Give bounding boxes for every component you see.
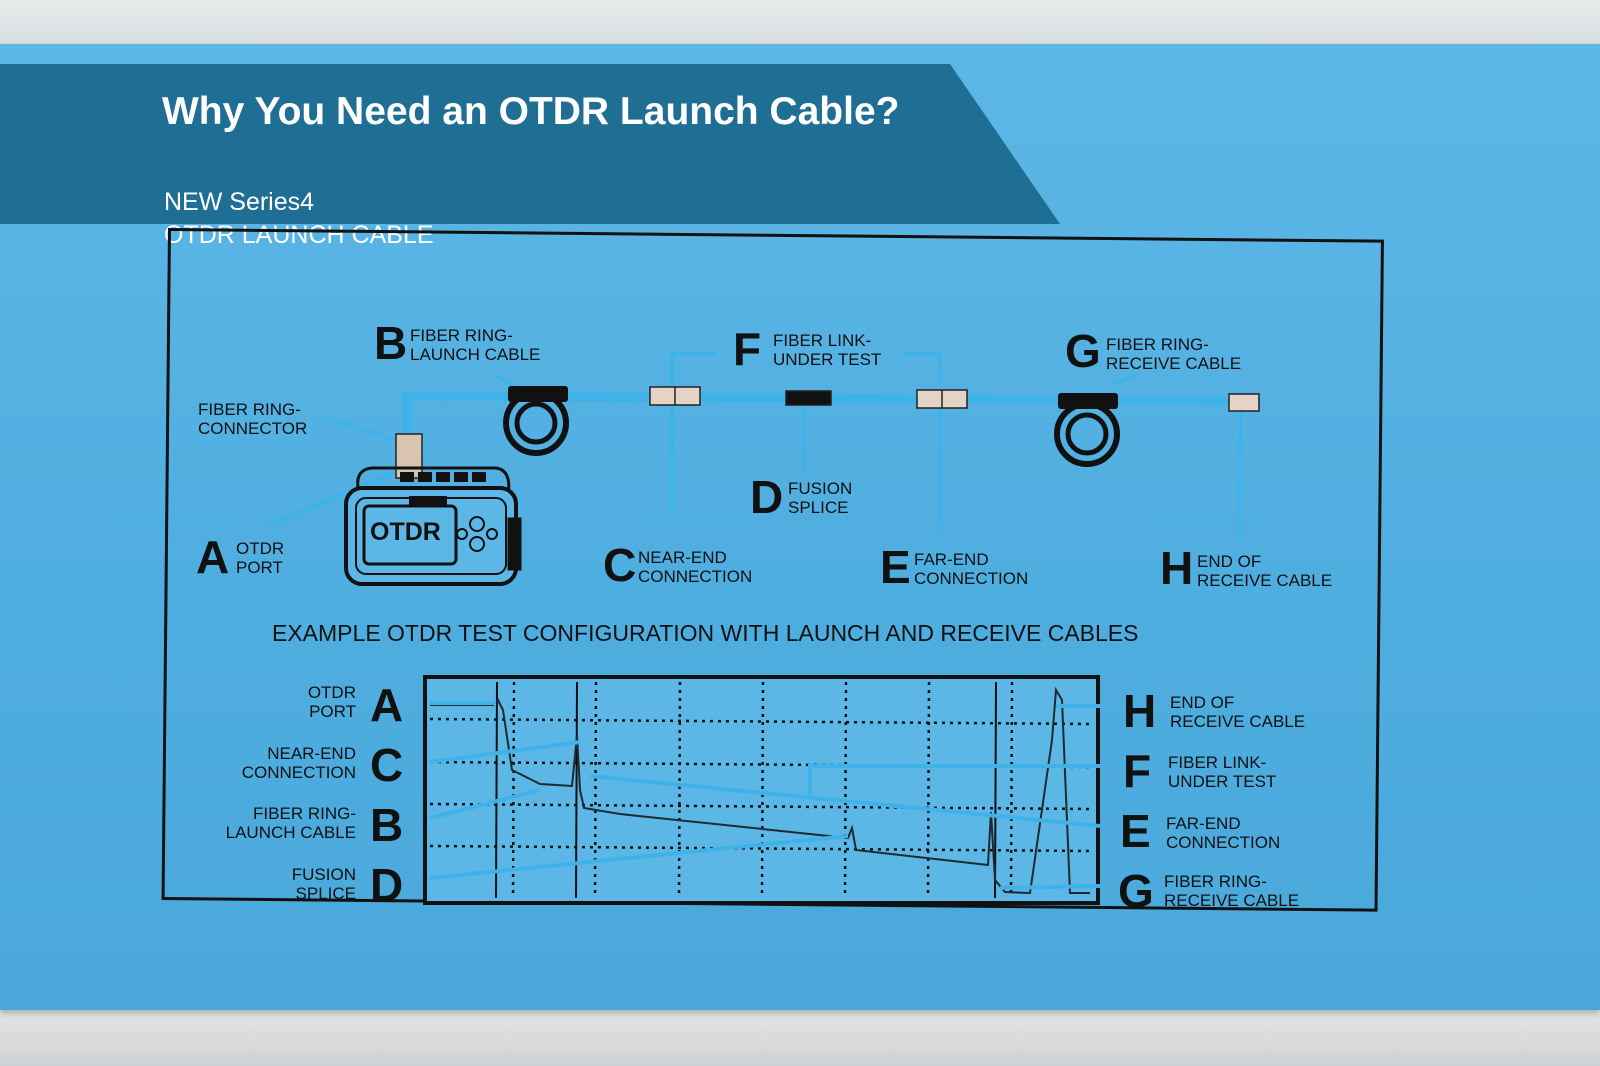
label-g-line2: RECEIVE CABLE	[1106, 354, 1242, 373]
legend-left-a-line2: PORT	[309, 702, 356, 721]
label-a-line1: OTDR	[236, 539, 285, 558]
legend-right-g-line1: FIBER RING-	[1164, 872, 1267, 891]
legend-right-f-letter: F	[1123, 745, 1152, 797]
subtitle-line-1: NEW Series4	[164, 188, 315, 216]
legend-left-d-line1: FUSION	[291, 865, 356, 884]
trace-callouts	[429, 701, 1101, 890]
trace-line	[430, 686, 1090, 895]
header-banner	[0, 64, 1060, 224]
label-a-line2: PORT	[236, 558, 283, 577]
otdr-device	[344, 466, 522, 586]
legend-right-f-line1: FIBER LINK-	[1168, 753, 1267, 772]
legend-left-d-line2: SPLICE	[295, 884, 356, 903]
legend-left-a-line1: OTDR	[307, 683, 356, 702]
callout-lines	[269, 352, 1243, 539]
legend-right-e-line1: FAR-END	[1166, 814, 1241, 833]
legend-right-h-line1: END OF	[1170, 693, 1235, 712]
legend-left-a-letter: A	[370, 679, 404, 731]
label-c-line1: NEAR-END	[638, 548, 727, 567]
legend-left-b-line2: LAUNCH CABLE	[225, 823, 356, 842]
label-b-letter: B	[374, 317, 408, 369]
label-d-line1: FUSION	[788, 479, 853, 498]
label-d-line2: SPLICE	[788, 498, 849, 517]
label-e-line2: CONNECTION	[914, 569, 1029, 588]
subtitle-line-2: OTDR LAUNCH CABLE	[164, 221, 434, 249]
legend-left-d-letter: D	[370, 859, 404, 911]
otdr-trace-chart	[423, 675, 1101, 905]
legend-right-h-letter: H	[1123, 685, 1157, 737]
label-b-line1: FIBER RING-	[410, 326, 513, 345]
label-h-line2: RECEIVE CABLE	[1197, 571, 1333, 590]
legend-left-c-line2: CONNECTION	[241, 763, 356, 782]
fiber-path	[402, 391, 1259, 436]
connector-label-1: FIBER RING-	[198, 400, 301, 419]
fiber-ring-connector	[395, 433, 423, 479]
label-e-line1: FAR-END	[914, 550, 989, 569]
label-h-line1: END OF	[1197, 552, 1262, 571]
legend-right-e-line2: CONNECTION	[1166, 833, 1281, 852]
legend-left-b-letter: B	[370, 799, 404, 851]
label-f-line2: UNDER TEST	[773, 350, 882, 369]
legend-right-h-line2: RECEIVE CABLE	[1170, 712, 1306, 731]
label-h-letter: H	[1160, 542, 1194, 594]
launch-fiber-ring	[503, 386, 569, 456]
end-connector	[1228, 393, 1260, 412]
legend-right-g-line2: RECEIVE CABLE	[1164, 891, 1300, 910]
label-f-letter: F	[733, 323, 762, 375]
fusion-splice-sleeve	[785, 390, 832, 406]
label-c-line2: CONNECTION	[638, 567, 753, 586]
label-a-letter: A	[196, 531, 230, 583]
receive-fiber-ring	[1054, 393, 1120, 467]
label-b-line2: LAUNCH CABLE	[410, 345, 541, 364]
label-c-letter: C	[603, 539, 637, 591]
box-bottom-edge	[0, 1000, 1600, 1066]
diagram-caption: EXAMPLE OTDR TEST CONFIGURATION WITH LAU…	[272, 620, 1139, 646]
legend-left-c-line1: NEAR-END	[267, 744, 356, 763]
legend-left-b-line1: FIBER RING-	[253, 804, 356, 823]
connectors	[395, 386, 1260, 479]
label-g-letter: G	[1065, 325, 1101, 377]
legend-left-c-letter: C	[370, 739, 404, 791]
connector-label-2: CONNECTOR	[198, 419, 308, 438]
device-label: OTDR	[370, 518, 441, 546]
legend-right-e-letter: E	[1120, 805, 1151, 857]
legend-right-f-line2: UNDER TEST	[1168, 772, 1277, 791]
label-g-line1: FIBER RING-	[1106, 335, 1209, 354]
label-e-letter: E	[880, 541, 911, 593]
label-d-letter: D	[750, 471, 784, 523]
label-f-line1: FIBER LINK-	[773, 331, 872, 350]
page-title: Why You Need an OTDR Launch Cable?	[162, 90, 900, 133]
legend-right-g-letter: G	[1118, 865, 1154, 917]
